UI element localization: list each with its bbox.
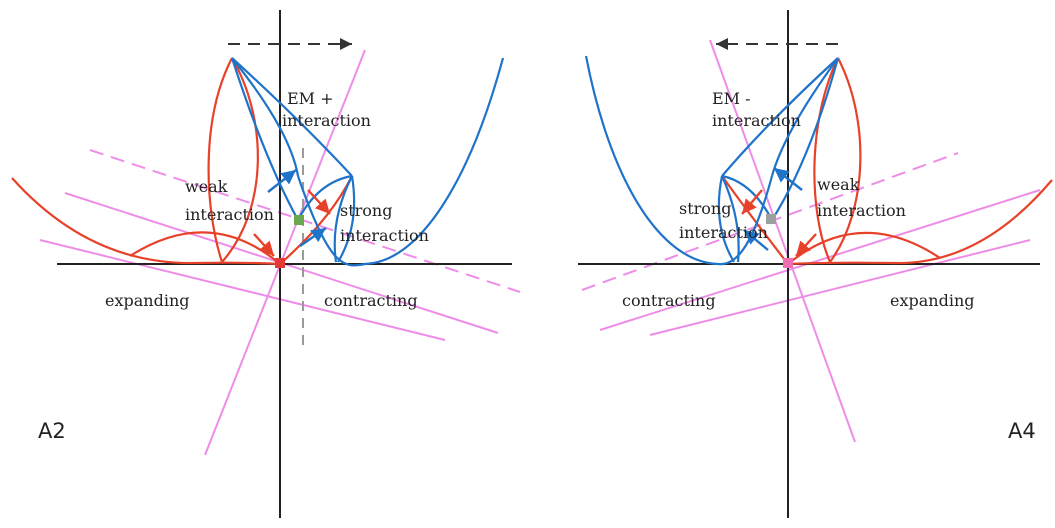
blue-arrows bbox=[267, 169, 327, 247]
blue-curves-right bbox=[584, 55, 840, 266]
blue-edge-6-right bbox=[720, 175, 740, 263]
blue-edge-2-right bbox=[770, 57, 839, 177]
weak-label-line1-right: weak bbox=[817, 175, 860, 194]
blue-edge-5 bbox=[337, 175, 356, 263]
blue-edge-4-right bbox=[721, 174, 773, 221]
red-lens-right bbox=[221, 57, 259, 263]
red-weak-curve-right bbox=[787, 231, 941, 265]
red-arrow-1-right bbox=[795, 233, 817, 257]
blue-arrows-right bbox=[743, 167, 803, 251]
em-label-line1: EM + bbox=[287, 89, 334, 108]
blue-edge-6 bbox=[333, 175, 353, 263]
green-point bbox=[294, 215, 304, 225]
blue-parabola bbox=[296, 57, 505, 267]
red-strong-curve-right bbox=[721, 175, 789, 265]
red-arrow-2-right bbox=[741, 189, 763, 215]
blue-edge-5-right bbox=[717, 175, 735, 263]
region-label-right-right: expanding bbox=[890, 291, 974, 310]
strong-label-line1-right: strong bbox=[679, 199, 731, 218]
panel-label-a4: A4 bbox=[1008, 419, 1036, 443]
pink-point-right bbox=[783, 258, 793, 268]
blue-edge-1 bbox=[231, 57, 353, 177]
right-panel: EM - interaction weak interaction strong… bbox=[578, 10, 1053, 518]
region-label-right: contracting bbox=[324, 291, 418, 310]
region-label-left: expanding bbox=[105, 291, 189, 310]
red-point bbox=[275, 258, 285, 268]
pink-dashed-line bbox=[89, 149, 521, 293]
blue-arrow-2 bbox=[299, 227, 327, 247]
blue-edge-1-right bbox=[721, 57, 839, 177]
strong-label-line2-right: interaction bbox=[679, 223, 768, 242]
red-lens-right-right bbox=[829, 57, 862, 263]
blue-curves bbox=[230, 57, 505, 267]
red-strong-curve bbox=[279, 175, 353, 265]
em-label-line1-right: EM - bbox=[712, 89, 751, 108]
weak-label-line2: interaction bbox=[185, 205, 274, 224]
region-label-left-right: contracting bbox=[622, 291, 716, 310]
blue-arrow-1 bbox=[267, 169, 297, 193]
pink-steep-line bbox=[204, 49, 366, 456]
red-arrows-right bbox=[741, 189, 817, 257]
blue-arrow-1-right bbox=[773, 167, 803, 191]
red-arrows bbox=[253, 189, 331, 257]
blue-edge-2 bbox=[231, 57, 300, 177]
red-arrow-1 bbox=[253, 233, 275, 257]
panel-label-a2: A2 bbox=[38, 419, 66, 443]
blue-edge-4 bbox=[297, 174, 353, 221]
weak-label-line2-right: interaction bbox=[817, 201, 906, 220]
red-parabola-right bbox=[787, 179, 1053, 266]
em-label-line2-right: interaction bbox=[712, 111, 801, 130]
red-lens-left bbox=[207, 57, 233, 263]
pink-line-b-right bbox=[649, 239, 1031, 336]
strong-label-line2: interaction bbox=[340, 226, 429, 245]
red-lens-left-right bbox=[813, 57, 839, 263]
em-label-line2: interaction bbox=[282, 111, 371, 130]
red-parabola bbox=[11, 177, 281, 266]
pink-lines bbox=[39, 49, 521, 456]
pink-line-b bbox=[39, 239, 446, 341]
strong-label-line1: strong bbox=[340, 201, 392, 220]
red-curves-right bbox=[721, 57, 1053, 266]
weak-label-line1: weak bbox=[185, 177, 228, 196]
pink-line-a-right bbox=[599, 189, 1041, 331]
left-panel: EM + interaction weak interaction strong… bbox=[11, 10, 521, 518]
blue-edge-3-right bbox=[771, 57, 840, 221]
pink-steep-line-right bbox=[709, 39, 856, 443]
gray-point-right bbox=[766, 214, 776, 224]
red-arrow-2 bbox=[307, 189, 331, 215]
blue-edge-3 bbox=[230, 57, 299, 221]
blue-arrow-2-right bbox=[743, 229, 769, 251]
